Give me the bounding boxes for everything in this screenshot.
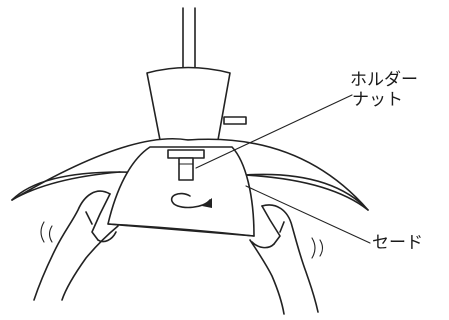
holder-nut-label: ホルダー ナット <box>350 70 418 110</box>
shade-leader-line <box>245 185 371 244</box>
socket-housing <box>146 66 247 141</box>
rotate-arrow-icon <box>170 192 212 209</box>
suspension-rod <box>182 7 196 68</box>
motion-marks-left <box>40 221 53 243</box>
shade-dome <box>107 146 255 237</box>
holder-nut-label-line1: ホルダー <box>350 70 418 90</box>
motion-marks-right <box>311 237 324 259</box>
left-hand <box>33 190 119 301</box>
outer-reflector <box>11 137 369 211</box>
holder-nut-label-line2: ナット <box>352 90 403 110</box>
right-hand <box>249 204 319 315</box>
holder-nut-leader-line <box>195 94 353 169</box>
shade-label: セード <box>372 233 423 253</box>
holder-nut <box>167 149 205 181</box>
